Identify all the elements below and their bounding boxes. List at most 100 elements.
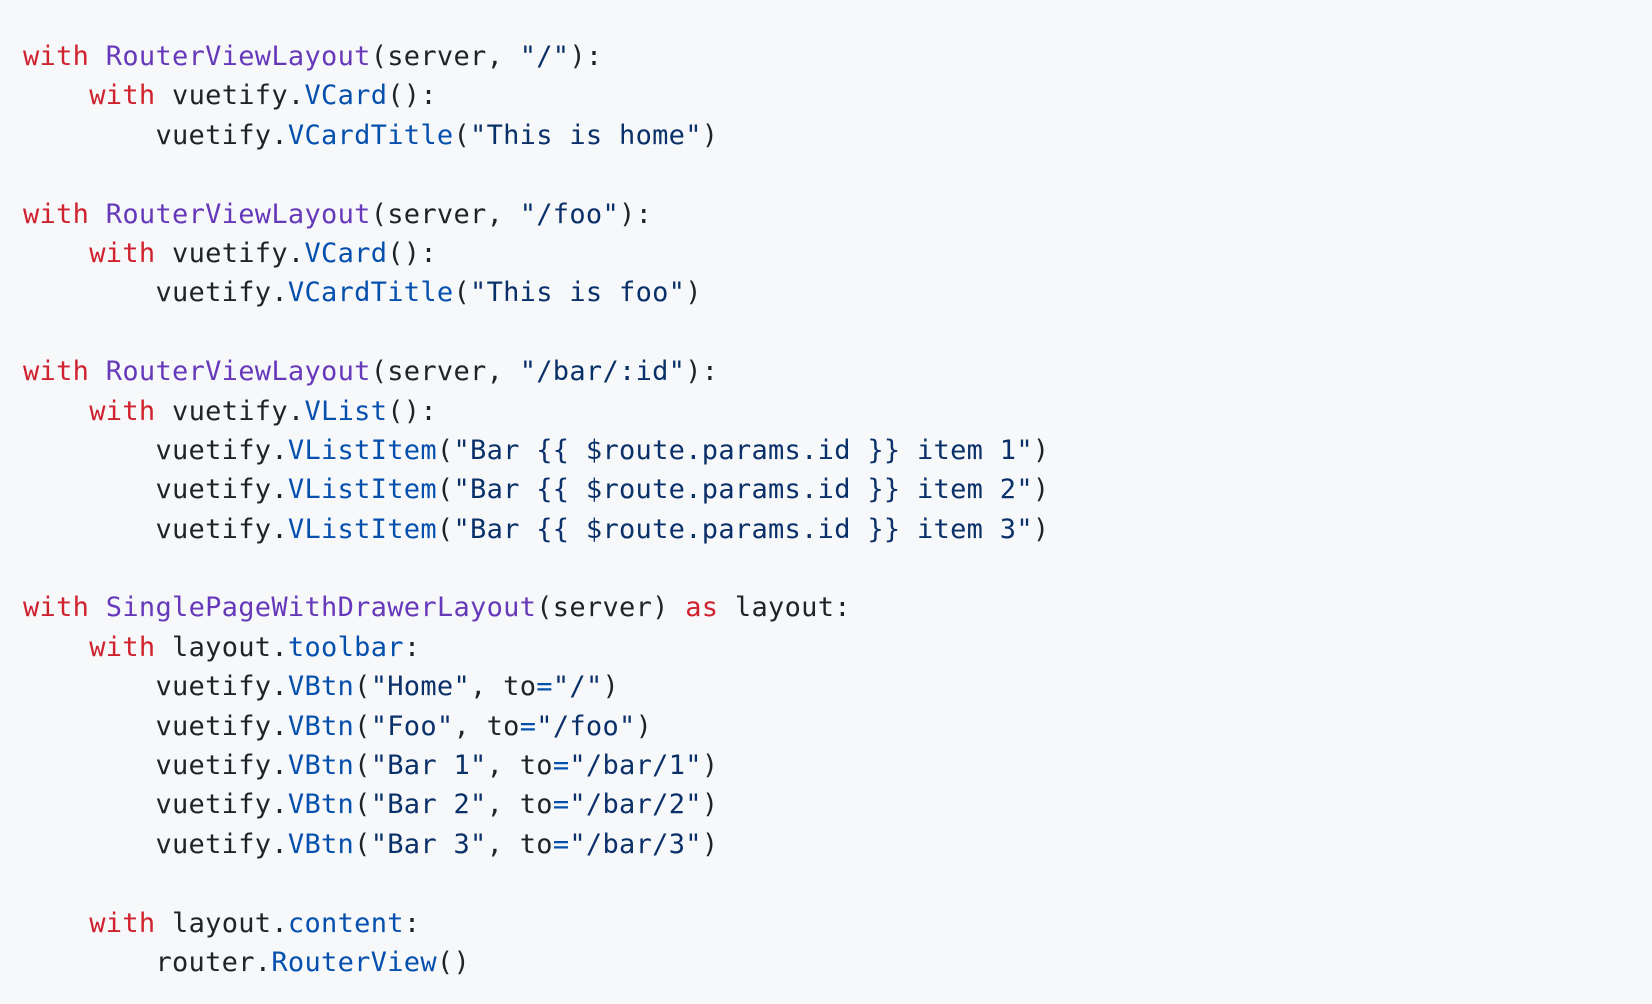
code-line: vuetify.VCardTitle("This is foo") [23,273,1049,312]
string-token: "Foo" [370,710,454,742]
string-token: "/foo" [536,710,636,742]
code-text: ) [701,750,719,782]
code-line: vuetify.VCardTitle("This is home") [23,116,1049,155]
code-line: with vuetify.VList(): [23,392,1049,431]
code-line: vuetify.VListItem("Bar {{ $route.params.… [23,510,1049,549]
attribute-token: VBtn [287,828,355,860]
string-token: "Bar 1" [370,750,487,782]
code-text: router. [23,946,272,978]
attribute-token: VCardTitle [287,119,454,151]
code-text: ( [354,710,371,742]
code-text: (server) [536,592,686,624]
string-token: "/foo" [519,198,620,230]
code-text: vuetify. [155,237,305,269]
keyword-token: with [89,907,156,939]
attribute-token: VBtn [287,710,355,742]
attribute-token: VListItem [287,474,437,506]
code-text: (): [387,237,437,269]
code-line: with vuetify.VCard(): [23,234,1049,273]
code-text: vuetify. [23,474,288,506]
string-token: "Bar {{ $route.params.id }} item 3" [453,513,1033,545]
code-text: () [436,946,471,978]
attribute-token: VBtn [287,750,355,782]
code-text [89,199,106,230]
code-text [89,592,106,623]
string-token: "/" [519,41,570,72]
string-token: "/bar/:id" [519,356,686,388]
code-line: with RouterViewLayout(server, "/foo"): [23,195,1049,234]
code-block: with RouterViewLayout(server, "/"): with… [23,37,1049,982]
code-text: vuetify. [155,395,305,427]
code-text: : [403,631,421,663]
class-name-token: RouterViewLayout [105,198,371,230]
string-token: "This is foo" [470,277,686,309]
code-line: vuetify.VBtn("Bar 1", to="/bar/1") [23,746,1049,785]
code-text: vuetify. [23,277,288,309]
class-name-token: RouterViewLayout [105,356,371,388]
string-token: "Home" [370,671,471,703]
class-name-token: RouterViewLayout [105,41,371,72]
code-text: , to [470,671,537,703]
code-text: layout. [155,907,288,939]
string-token: "Bar {{ $route.params.id }} item 1" [453,434,1033,466]
code-text: ): [569,41,603,72]
code-text: ( [436,474,454,506]
attribute-token: VCardTitle [287,277,454,309]
string-token: "This is home" [470,119,702,151]
code-text: layout: [718,592,851,624]
string-token: "Bar {{ $route.params.id }} item 2" [453,474,1033,506]
code-text: ) [1032,513,1050,545]
attribute-token: RouterView [271,946,437,978]
code-line [23,864,1049,903]
code-text: , to [453,710,520,742]
code-text: ) [701,119,719,151]
code-line [23,313,1049,352]
attribute-token: VCard [304,237,388,269]
keyword-token: with [23,356,90,388]
code-line: router.RouterView() [23,943,1049,982]
keyword-token: with [23,592,90,624]
code-text [23,632,89,663]
operator-token: = [536,671,553,703]
code-text [89,356,106,387]
string-token: "Bar 3" [370,828,487,860]
code-text: (server, [370,356,520,388]
attribute-token: VBtn [287,789,355,821]
keyword-token: with [89,237,156,269]
code-line [23,155,1049,194]
string-token: "/bar/3" [569,828,702,860]
code-text: , to [486,828,553,860]
code-text: ) [635,710,653,742]
attribute-token: VListItem [287,513,437,545]
code-text: (server, [370,198,520,230]
code-text: vuetify. [23,434,288,466]
operator-token: = [552,750,570,782]
code-text: vuetify. [23,828,288,860]
code-text: ) [1032,474,1050,506]
code-line: with layout.toolbar: [23,628,1049,667]
code-line: vuetify.VBtn("Home", to="/") [23,667,1049,706]
code-text [23,396,89,427]
keyword-token: with [89,631,156,663]
code-text: ( [436,513,454,545]
code-text [23,238,89,269]
keyword-token: with [23,41,90,72]
attribute-token: content [287,907,404,939]
code-text: ( [436,434,454,466]
attribute-token: toolbar [287,631,404,663]
code-text: ): [685,356,719,388]
code-text: ) [701,828,719,860]
code-text: : [403,907,421,939]
code-text [89,41,106,72]
code-text [23,80,89,111]
code-text: ( [453,119,471,151]
keyword-token: as [685,592,719,624]
code-line: vuetify.VBtn("Foo", to="/foo") [23,707,1049,746]
attribute-token: VList [304,395,388,427]
code-line: with RouterViewLayout(server, "/bar/:id"… [23,352,1049,391]
code-text: ) [602,671,620,703]
code-text: layout. [155,631,288,663]
code-line: with layout.content: [23,904,1049,943]
code-text: ( [354,750,371,782]
code-text: ( [354,671,371,703]
